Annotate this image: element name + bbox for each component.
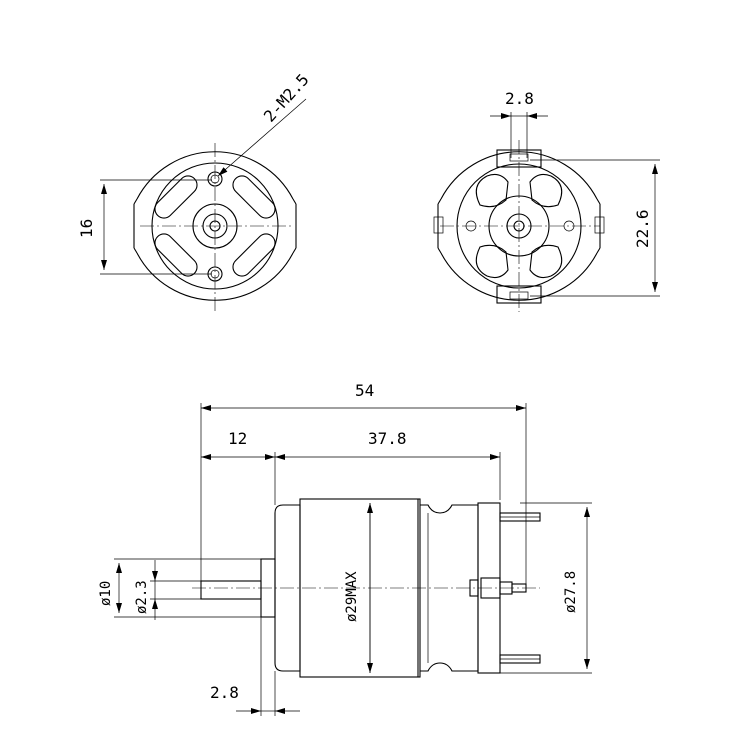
body-diameter-label: ø29MAX bbox=[344, 571, 360, 622]
rear-terminal-width-label: 2.8 bbox=[505, 89, 534, 108]
shaft-length-label: 12 bbox=[228, 429, 247, 448]
side-view: ø29MAX 54 12 37.8 ø10 ø2.3 ø27.8 bbox=[98, 381, 592, 716]
body-length-label: 37.8 bbox=[368, 429, 407, 448]
overall-length-label: 54 bbox=[355, 381, 374, 400]
bearing-boss-length-label: 2.8 bbox=[210, 683, 239, 702]
rear-terminal-spacing-label: 22.6 bbox=[633, 209, 652, 248]
can-diameter-label: ø27.8 bbox=[563, 571, 579, 613]
front-thread-label: 2-M2.5 bbox=[260, 70, 313, 126]
rear-view: 2.8 22.6 bbox=[433, 89, 660, 312]
boss-diameter-label: ø10 bbox=[98, 581, 114, 606]
front-hole-spacing-label: 16 bbox=[77, 219, 96, 238]
front-view: 2-M2.5 16 bbox=[77, 70, 313, 312]
shaft-diameter-label: ø2.3 bbox=[134, 580, 150, 614]
